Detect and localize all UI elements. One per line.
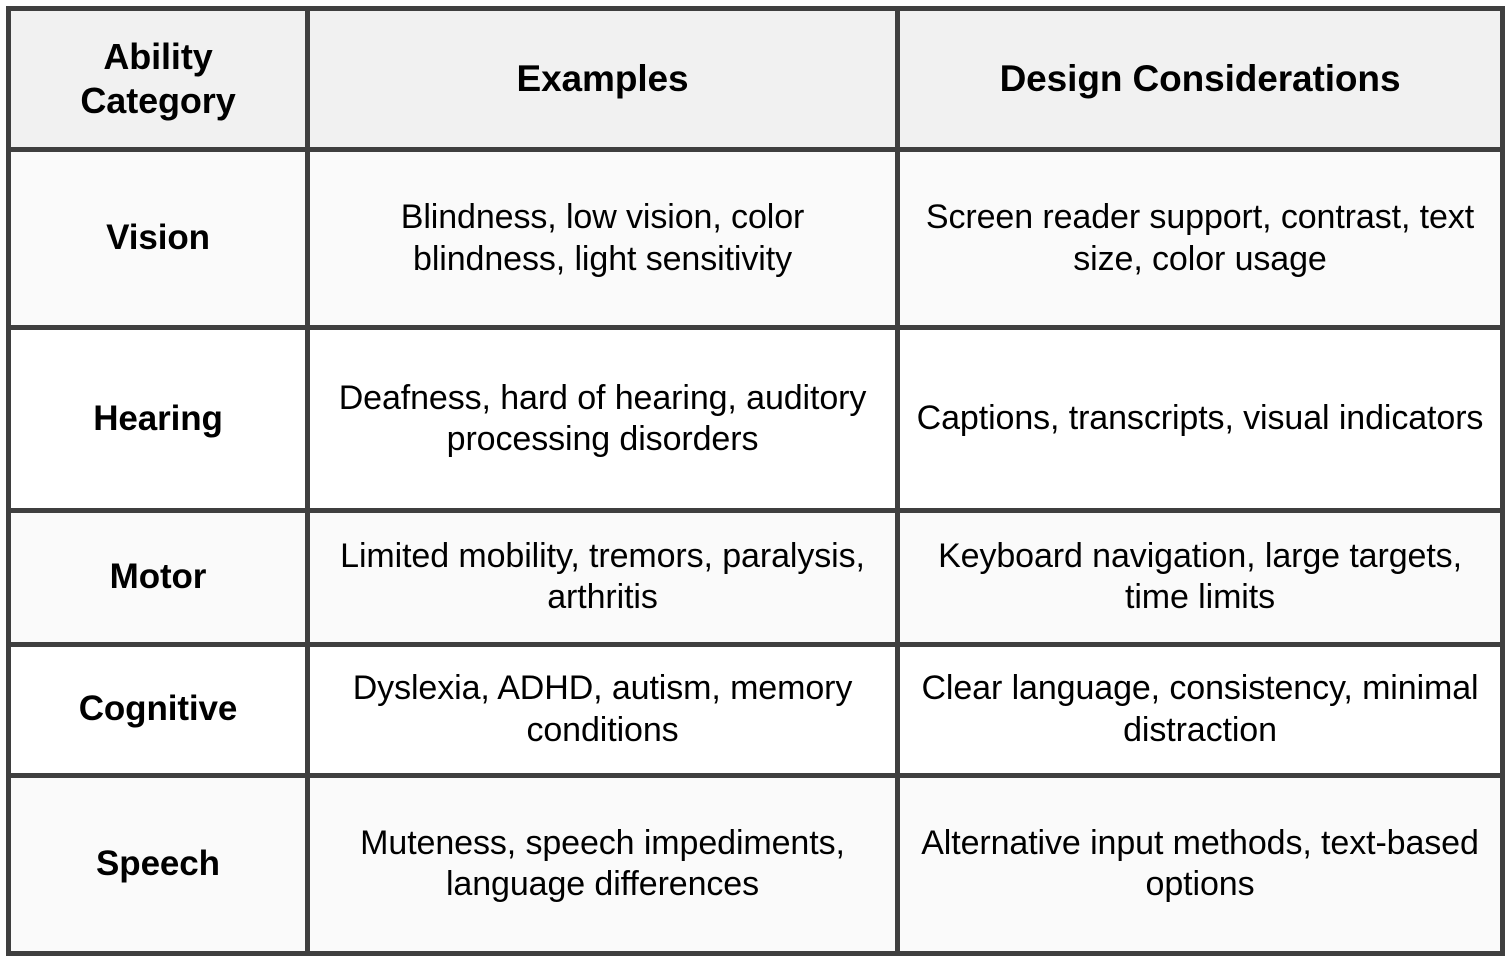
column-header-ability-category-line2: Category — [80, 80, 236, 121]
cell-category-cognitive: Cognitive — [6, 641, 310, 778]
column-header-ability-category: Ability Category — [6, 6, 310, 152]
cell-design-motor: Keyboard navigation, large targets, time… — [895, 508, 1505, 647]
table-header-row: Ability Category Examples Design Conside… — [6, 6, 1505, 152]
cell-examples-speech: Muteness, speech impediments, language d… — [305, 772, 900, 957]
cell-design-speech: Alternative input methods, text-based op… — [895, 772, 1505, 957]
cell-category-hearing: Hearing — [6, 325, 310, 514]
table-row: Cognitive Dyslexia, ADHD, autism, memory… — [6, 641, 1505, 778]
cell-category-vision: Vision — [6, 146, 310, 331]
cell-category-motor: Motor — [6, 508, 310, 647]
cell-examples-cognitive: Dyslexia, ADHD, autism, memory condition… — [305, 641, 900, 778]
column-header-design-considerations: Design Considerations — [895, 6, 1505, 152]
table-body: Vision Blindness, low vision, color blin… — [6, 146, 1505, 957]
table-header: Ability Category Examples Design Conside… — [6, 6, 1505, 152]
column-header-examples: Examples — [305, 6, 900, 152]
cell-examples-vision: Blindness, low vision, color blindness, … — [305, 146, 900, 331]
cell-examples-hearing: Deafness, hard of hearing, auditory proc… — [305, 325, 900, 514]
cell-design-hearing: Captions, transcripts, visual indicators — [895, 325, 1505, 514]
cell-design-cognitive: Clear language, consistency, minimal dis… — [895, 641, 1505, 778]
accessibility-ability-table-container: Ability Category Examples Design Conside… — [6, 6, 1505, 957]
column-header-ability-category-line1: Ability — [103, 36, 213, 78]
ability-category-table: Ability Category Examples Design Conside… — [6, 6, 1505, 957]
table-row: Hearing Deafness, hard of hearing, audit… — [6, 325, 1505, 514]
cell-examples-motor: Limited mobility, tremors, paralysis, ar… — [305, 508, 900, 647]
table-row: Vision Blindness, low vision, color blin… — [6, 146, 1505, 331]
table-row: Speech Muteness, speech impediments, lan… — [6, 772, 1505, 957]
cell-category-speech: Speech — [6, 772, 310, 957]
cell-design-vision: Screen reader support, contrast, text si… — [895, 146, 1505, 331]
table-row: Motor Limited mobility, tremors, paralys… — [6, 508, 1505, 647]
